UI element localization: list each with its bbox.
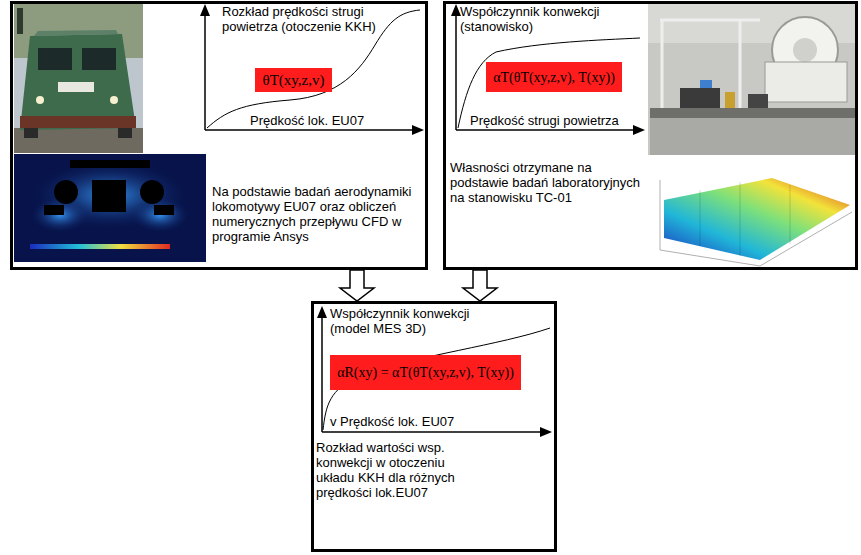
locomotive-photo-part — [24, 128, 38, 138]
locomotive-photo-part — [118, 128, 132, 138]
test-stand-photo-part — [700, 80, 712, 88]
fem-convection-chart — [317, 306, 552, 437]
cfd-image-part — [14, 154, 206, 262]
hollow-arrow — [463, 270, 497, 301]
test-stand-photo-part — [748, 94, 768, 108]
convection-chart-part — [451, 4, 461, 16]
fem-convection-chart-part — [540, 427, 552, 437]
surface-plot-part — [664, 178, 850, 260]
result-panel: Współczynnik konwekcji (model MES 3D) v P… — [311, 301, 557, 552]
locomotive-photo-part — [20, 116, 136, 128]
cfd-image — [14, 154, 206, 262]
test-stand-photo — [648, 3, 856, 155]
axis-label: Prędkość lok. EU07 — [250, 113, 415, 128]
surface-plot — [648, 158, 856, 268]
test-stand-photo-part — [650, 118, 856, 155]
locomotive-photo-part — [110, 96, 118, 104]
surface-plot-part — [790, 185, 791, 244]
panel-caption: Na podstawie badań aerodynamiki lokomoty… — [212, 184, 420, 244]
cfd-image-part — [70, 160, 150, 168]
formula-text: αR(xy) = αT(θT(xy,z,v), T(xy)) — [337, 365, 514, 380]
cfd-image-part — [30, 197, 90, 233]
locomotive-photo-part — [38, 48, 72, 70]
axis-title: Współczynnik konwekcji (stanowisko) — [460, 4, 640, 34]
surface-plot-part — [700, 190, 701, 246]
axis-label: v Prędkość lok. EU07 — [330, 414, 550, 429]
velocity-chart — [200, 4, 424, 135]
locomotive-photo-part — [20, 34, 136, 130]
source-panel: Współczynnik konwekcji (stanowisko) Prędk… — [443, 1, 858, 270]
source-panel: Rozkład prędkości strugi powietrza (otoc… — [10, 1, 428, 270]
axis-title: Rozkład prędkości strugi powietrza (otoc… — [222, 4, 387, 34]
locomotive-photo-part — [17, 8, 23, 34]
cfd-image-part — [140, 180, 164, 204]
panel-caption: Rozkład wartości wsp. konwekcji w otocze… — [316, 440, 484, 500]
axis-label: Prędkość strugi powietrza — [470, 113, 646, 128]
hollow-arrow — [340, 270, 374, 301]
formula-box: αR(xy) = αT(θT(xy,z,v), T(xy)) — [330, 355, 521, 390]
fem-convection-chart-part — [317, 306, 327, 318]
locomotive-photo-part — [58, 82, 94, 92]
locomotive-photo-part — [82, 48, 116, 70]
test-stand-photo-part — [661, 20, 664, 110]
formula-box: αT(θT(xy,z,v), T(xy)) — [486, 62, 622, 92]
cfd-image-part — [92, 180, 126, 212]
fem-convection-chart-part — [323, 328, 550, 430]
locomotive-photo-part — [14, 3, 143, 153]
test-stand-photo-part — [725, 92, 735, 108]
cfd-image-part — [30, 244, 170, 249]
formula-text: θT(xy,z,v) — [262, 73, 324, 88]
cfd-image-part — [154, 205, 174, 215]
fem-convection-chart-part — [321, 316, 323, 432]
surface-plot-part — [648, 158, 856, 268]
velocity-chart-part — [205, 129, 414, 131]
surface-plot-part — [740, 182, 741, 256]
velocity-chart-part — [200, 4, 210, 16]
cfd-image-part — [130, 197, 190, 233]
axis-title: Współczynnik konwekcji (model MES 3D) — [330, 306, 490, 336]
test-stand-photo-part — [650, 108, 856, 118]
cfd-image-part — [54, 180, 78, 204]
locomotive-photo — [14, 3, 143, 153]
velocity-chart-part — [412, 125, 424, 135]
velocity-chart-part — [204, 14, 206, 130]
panel-caption: Własności otrzymane na podstawie badań l… — [450, 160, 642, 205]
test-stand-photo-part — [739, 20, 742, 110]
locomotive-photo-part — [14, 128, 143, 153]
cfd-image-part — [44, 205, 64, 215]
convection-chart — [451, 4, 645, 135]
convection-chart-part — [456, 129, 636, 131]
surface-plot-part — [660, 180, 661, 250]
test-stand-photo-part — [765, 62, 847, 102]
convection-chart-part — [633, 125, 645, 135]
test-stand-photo-part — [793, 38, 817, 62]
fem-convection-chart-part — [322, 431, 542, 433]
test-stand-photo-part — [660, 19, 760, 22]
locomotive-photo-part — [36, 96, 44, 104]
formula-box: θT(xy,z,v) — [255, 68, 332, 92]
test-stand-photo-part — [680, 88, 720, 108]
test-stand-photo-part — [648, 3, 856, 155]
formula-text: αT(θT(xy,z,v), T(xy)) — [493, 70, 615, 85]
locomotive-photo-part — [34, 30, 118, 36]
convection-chart-part — [455, 14, 457, 130]
